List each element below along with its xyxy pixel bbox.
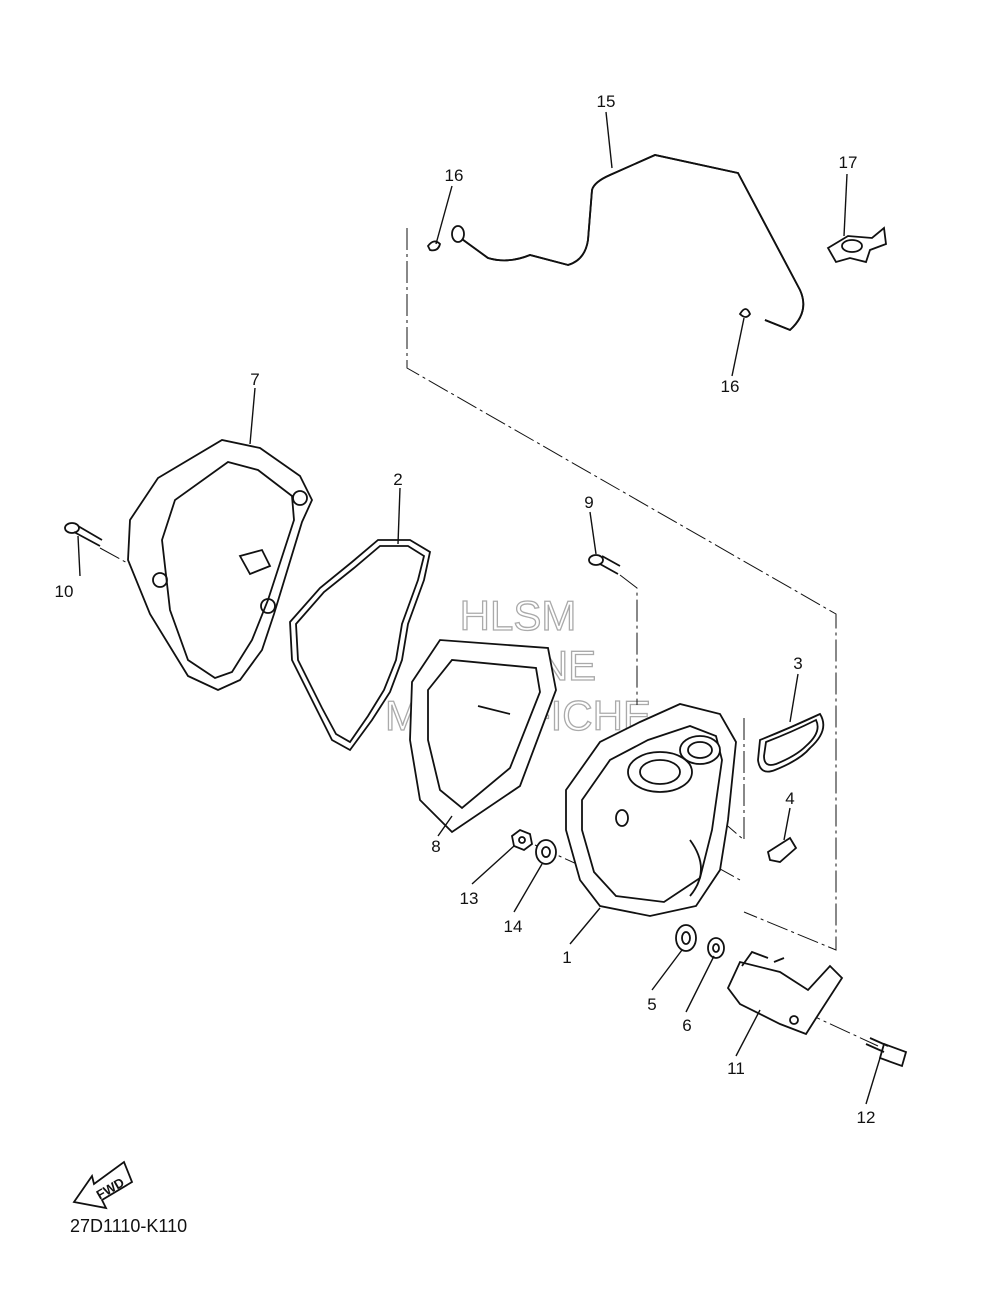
- air-cleaner-cover: [127, 439, 313, 691]
- callout-16-lower: 16: [721, 377, 740, 396]
- nut-13: [511, 828, 533, 852]
- callout-4: 4: [785, 789, 794, 808]
- breather-hose: [451, 154, 805, 332]
- leader-lines: [77, 111, 881, 1105]
- clip-4: [766, 836, 798, 863]
- bracket-11: [726, 950, 844, 1036]
- callout-2: 2: [393, 470, 402, 489]
- bolt-12: [865, 1037, 908, 1068]
- forward-arrow-icon: FWD: [72, 1160, 134, 1210]
- filter-element: [409, 639, 557, 834]
- callout-5: 5: [647, 995, 656, 1014]
- callout-numbers: 15 16 17 16 7 2 9 10 3 4 8 13 14 1 5 6 1…: [55, 92, 876, 1127]
- diagram-code: 27D1110-K110: [70, 1216, 188, 1236]
- callout-6: 6: [682, 1016, 691, 1035]
- hose-end-left: [451, 225, 465, 243]
- callout-9: 9: [584, 493, 593, 512]
- hose-clamp: [826, 226, 887, 264]
- grommet-5: [675, 924, 697, 952]
- callout-3: 3: [793, 654, 802, 673]
- hose-clip-lower: [738, 308, 752, 318]
- callout-10: 10: [55, 582, 74, 601]
- collar-6: [707, 937, 725, 959]
- gasket: [289, 539, 432, 752]
- washer-14: [535, 839, 557, 865]
- air-cleaner-case: [565, 703, 737, 917]
- screw-9: [588, 554, 621, 575]
- joint-gasket: [757, 712, 825, 773]
- callout-17: 17: [839, 153, 858, 172]
- callout-16-upper: 16: [445, 166, 464, 185]
- callout-1: 1: [562, 948, 571, 967]
- callout-8: 8: [431, 837, 440, 856]
- screw-10: [64, 522, 103, 547]
- callout-14: 14: [504, 917, 523, 936]
- callout-12: 12: [857, 1108, 876, 1127]
- callout-13: 13: [460, 889, 479, 908]
- watermark-line1: HLSM: [460, 592, 577, 639]
- callout-15: 15: [597, 92, 616, 111]
- callout-11: 11: [727, 1059, 745, 1078]
- hose-clip-upper: [426, 240, 441, 252]
- callout-7: 7: [250, 370, 259, 389]
